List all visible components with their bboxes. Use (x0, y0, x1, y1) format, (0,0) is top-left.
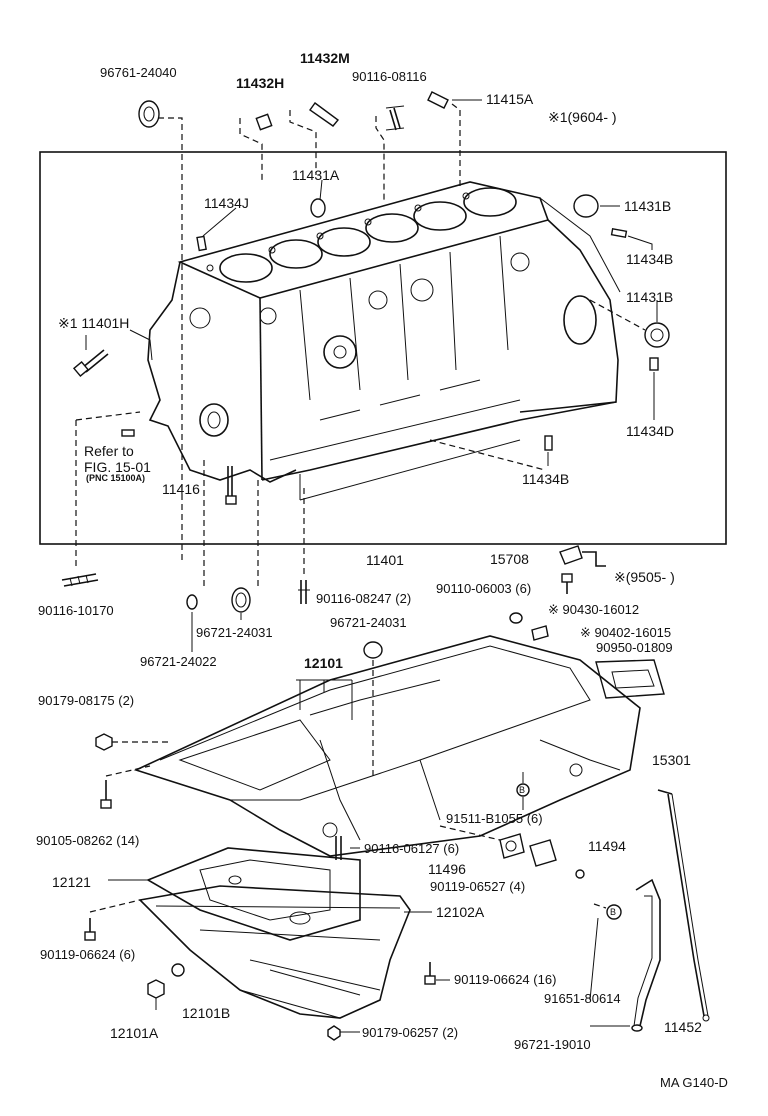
oring-96721-24031-a (231, 587, 251, 613)
label-96721-24031-a: 96721-24031 (196, 625, 273, 640)
plug-11431a (310, 198, 326, 218)
label-11434j: 11434J (204, 195, 249, 211)
label-11434b-top: 11434B (626, 251, 674, 267)
label-11434b-bottom: 11434B (522, 471, 570, 487)
label-90119-06624-6: 90119-06624 (6) (40, 947, 136, 962)
label-90119-06624-16: 90119-06624 (16) (454, 972, 557, 987)
label-96721-24022: 96721-24022 (140, 654, 217, 669)
label-note-9505: ※(9505- ) (614, 569, 675, 585)
bracket-15708 (559, 545, 583, 565)
plug-11432h (255, 113, 273, 131)
oil-pan-lower (138, 885, 411, 1019)
label-11494: 11494 (588, 838, 626, 854)
label-11401: 11401 (366, 552, 404, 568)
label-90179-06257: 90179-06257 (2) (362, 1025, 459, 1040)
label-90116-08116: 90116-08116 (352, 69, 427, 84)
washer-90430-16012 (509, 612, 523, 624)
label-refer-to: Refer to (84, 443, 134, 459)
label-96721-19010: 96721-19010 (514, 1037, 591, 1052)
label-11452: 11452 (664, 1019, 702, 1035)
label-90116-06127: 90116-06127 (6) (364, 841, 460, 856)
label-91651-80614: 91651-80614 (544, 991, 621, 1006)
label-11434d: 11434D (626, 423, 675, 439)
sensor-11432m (309, 102, 340, 127)
label-90116-08247: 90116-08247 (2) (316, 591, 412, 606)
oil-pan-upper (133, 635, 641, 857)
label-12101a: 12101A (110, 1025, 159, 1041)
pin-11434b-bottom (544, 435, 553, 451)
oring-96721-24031-b (363, 641, 383, 659)
plug-12101a (147, 979, 165, 999)
label-11496: 11496 (428, 861, 466, 877)
label-15301: 15301 (652, 752, 691, 768)
label-12101: 12101 (304, 655, 343, 671)
label-90402-16015: ※ 90402-16015 (580, 625, 672, 640)
engine-block-frame (39, 151, 727, 545)
pin-11434b-top (610, 228, 628, 238)
bolt-90105-08262 (100, 799, 112, 809)
label-90105-08262: 90105-08262 (14) (36, 833, 140, 848)
label-pnc: (PNC 15100A) (86, 473, 146, 483)
nut-90179-08175 (95, 733, 113, 751)
label-12101b: 12101B (182, 1005, 231, 1021)
label-90110-06003: 90110-06003 (6) (436, 581, 532, 596)
plug-90402-16015 (531, 625, 549, 641)
label-11432m: 11432M (300, 50, 350, 66)
label-90179-08175: 90179-08175 (2) (38, 693, 135, 708)
label-11431b-mid: 11431B (626, 289, 674, 305)
label-90950-01809: 90950-01809 (596, 640, 673, 655)
marker-b-2: B (610, 907, 617, 917)
label-footer-code: MA G140-D (660, 1075, 728, 1090)
plug-11431b-mid (644, 322, 670, 348)
label-11401h: ※1 11401H (58, 315, 130, 331)
oring-96721-19010 (631, 1024, 643, 1032)
label-12121: 12121 (52, 874, 91, 890)
label-note-9604: ※1(9604- ) (548, 109, 617, 125)
label-11415a: 11415A (486, 91, 534, 107)
label-15708: 15708 (490, 551, 529, 567)
label-90116-10170: 90116-10170 (38, 603, 114, 618)
label-fig-ref: FIG. 15-01 (84, 459, 151, 475)
gasket-12101b (171, 963, 185, 977)
label-11432h: 11432H (236, 75, 285, 91)
plug-11431b-top (573, 194, 599, 218)
plug-11415a (427, 91, 449, 109)
pin-11434j (196, 235, 207, 252)
label-11431a: 11431A (292, 167, 340, 183)
label-96721-24031-b: 96721-24031 (330, 615, 407, 630)
label-12102a: 12102A (436, 904, 485, 920)
label-11431b-top: 11431B (624, 198, 672, 214)
label-90430-16012: ※ 90430-16012 (548, 602, 640, 617)
cover-11494 (529, 839, 557, 867)
bolt-11416 (225, 495, 237, 505)
pin-11434d (649, 357, 659, 371)
oring-96721-24022 (186, 594, 198, 610)
label-96761-24040: 96761-24040 (100, 65, 177, 80)
plate-90950-01809 (595, 659, 665, 699)
marker-b-1: B (519, 785, 526, 795)
label-11416: 11416 (162, 481, 200, 497)
oil-seal-ring (138, 100, 160, 128)
baffle-plate-12121 (146, 847, 361, 941)
gasket-11496 (499, 833, 525, 859)
cylinder-block (129, 181, 621, 501)
label-90119-06527: 90119-06527 (4) (430, 879, 526, 894)
label-91511-b1055: 91511-B1055 (6) (446, 811, 543, 826)
